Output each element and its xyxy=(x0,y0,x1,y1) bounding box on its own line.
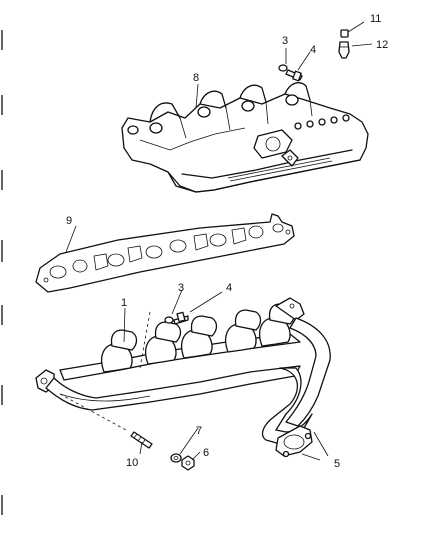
callout-9: 9 xyxy=(66,215,72,227)
callout-5: 5 xyxy=(334,458,340,470)
callout-labels: 11 12 3 4 8 9 1 3 4 5 7 6 10 xyxy=(66,13,388,470)
callout-10: 10 xyxy=(126,457,138,469)
leader-lines xyxy=(65,21,373,461)
callout-3-middle: 3 xyxy=(178,282,184,294)
callout-4-middle: 4 xyxy=(226,282,232,294)
callout-8: 8 xyxy=(193,72,199,84)
cap-and-fitting xyxy=(338,29,350,59)
stud-washer-nut xyxy=(130,431,195,471)
manifold-gasket xyxy=(35,213,295,293)
callout-6: 6 xyxy=(203,447,209,459)
exhaust-manifold xyxy=(35,297,331,458)
callout-4-top: 4 xyxy=(310,44,316,56)
callout-1: 1 xyxy=(121,297,127,309)
bolt-and-washer-middle xyxy=(164,311,189,325)
callout-7: 7 xyxy=(196,425,202,437)
callout-3-top: 3 xyxy=(282,35,288,47)
callout-12: 12 xyxy=(376,39,388,51)
intake-manifold xyxy=(121,82,369,193)
callout-11: 11 xyxy=(370,13,381,25)
bolt-and-washer-top xyxy=(278,64,303,82)
